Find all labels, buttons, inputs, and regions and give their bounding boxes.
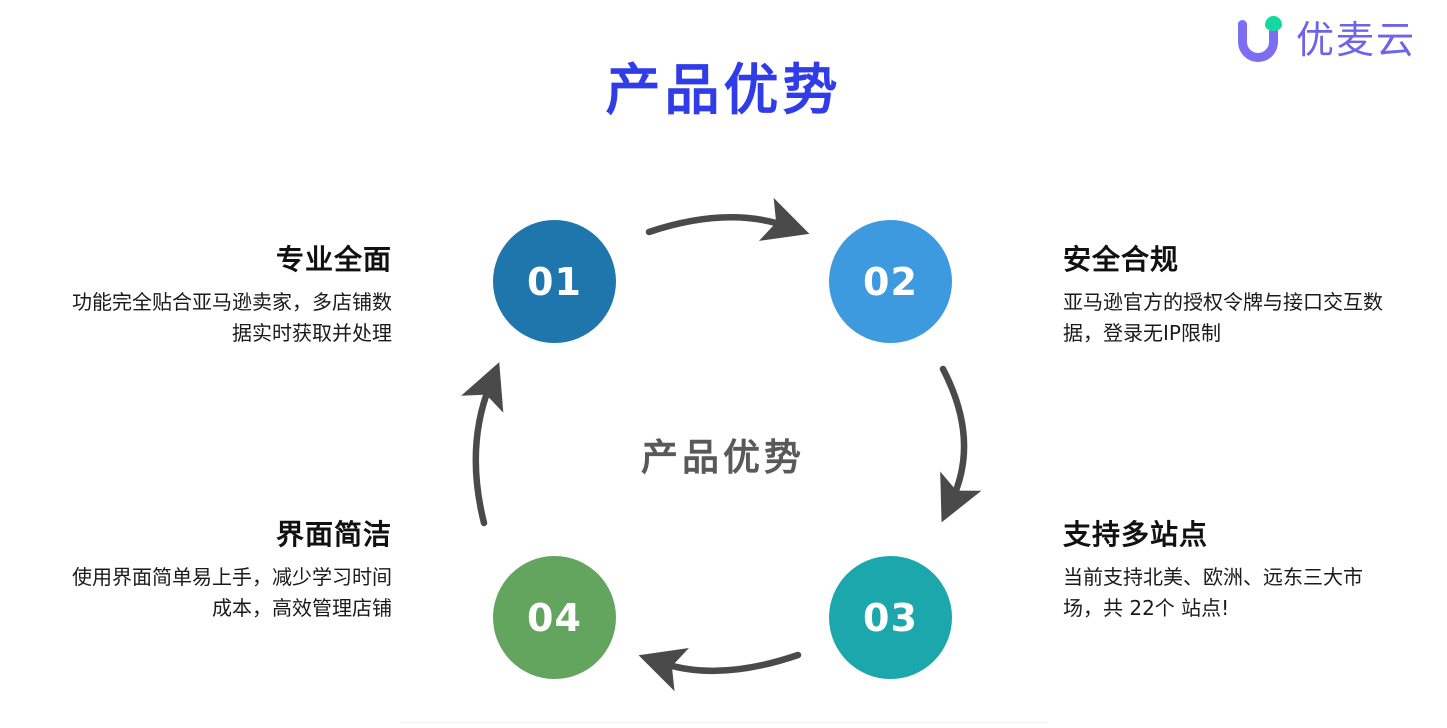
feature-heading-01: 专业全面 [275, 243, 392, 276]
u-logo-mark [1238, 16, 1282, 64]
feature-block-04: 界面简洁 使用界面简单易上手，减少学习时间成本，高效管理店铺 [62, 518, 392, 624]
green-dot-icon [1265, 16, 1282, 31]
arrow-03-to-04 [638, 647, 802, 692]
feature-heading-02: 安全合规 [1063, 243, 1180, 276]
u-left-stem [1238, 20, 1247, 42]
footer-divider [400, 722, 1047, 723]
arrow-01-to-02 [645, 197, 810, 241]
brand-name: 优麦云 [1296, 18, 1417, 62]
page-title: 产品优势 [605, 58, 842, 122]
arrow-04-to-01 [461, 362, 504, 527]
arrow-02-to-03 [939, 365, 982, 523]
feature-block-02: 安全合规 亚马逊官方的授权令牌与接口交互数据，登录无IP限制 [1063, 243, 1393, 349]
u-right-stem [1269, 30, 1278, 44]
feature-body-03: 当前支持北美、欧洲、远东三大市场，共 22个 站点! [1063, 564, 1363, 620]
feature-block-03: 支持多站点 当前支持北美、欧洲、远东三大市场，共 22个 站点! [1063, 518, 1393, 624]
feature-body-02: 亚马逊官方的授权令牌与接口交互数据，登录无IP限制 [1063, 289, 1383, 345]
diagram-center-label: 产品优势 [641, 436, 805, 479]
feature-block-01: 专业全面 功能完全贴合亚马逊卖家，多店铺数据实时获取并处理 [62, 243, 392, 349]
cycle-node-03[interactable]: 03 [829, 556, 952, 679]
brand-logo[interactable]: 优麦云 [1238, 16, 1416, 64]
feature-body-01: 功能完全贴合亚马逊卖家，多店铺数据实时获取并处理 [72, 289, 392, 345]
feature-body-04: 使用界面简单易上手，减少学习时间成本，高效管理店铺 [72, 564, 392, 620]
cycle-node-04[interactable]: 04 [493, 556, 616, 679]
feature-heading-03: 支持多站点 [1063, 518, 1209, 551]
cycle-node-02[interactable]: 02 [829, 220, 952, 343]
cycle-node-01[interactable]: 01 [493, 220, 616, 343]
feature-heading-04: 界面简洁 [275, 518, 392, 551]
